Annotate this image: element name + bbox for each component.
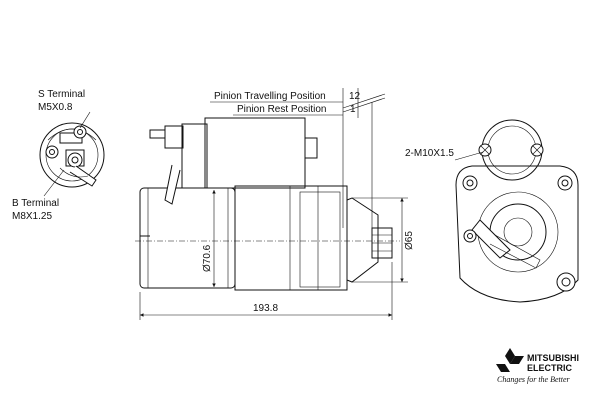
flange-end-view [454, 119, 579, 303]
b-terminal-label: B Terminal [12, 198, 59, 209]
overall-length-label: 193.8 [253, 303, 278, 314]
diameter-70-6-dimension: Ø70.6 [202, 190, 216, 287]
b-terminal-callout: B Terminal M8X1.25 [12, 169, 65, 222]
overall-length-dimension: 193.8 [139, 262, 393, 320]
b-terminal-thread: M8X1.25 [12, 211, 52, 222]
mitsubishi-logo: MITSUBISHI ELECTRIC Changes for the Bett… [496, 348, 579, 384]
terminal-end-view [39, 122, 105, 188]
s-terminal-thread: M5X0.8 [38, 102, 73, 113]
s-terminal-label: S Terminal [38, 89, 85, 100]
pinion-rest-value: 1 [350, 104, 356, 115]
diameter-70-6-label: Ø70.6 [202, 244, 213, 272]
starter-side-view [135, 117, 400, 291]
mounting-bolt-label: 2-M10X1.5 [405, 148, 454, 159]
diameter-65-dimension: Ø65 [352, 197, 415, 283]
pinion-rest-label: Pinion Rest Position [237, 104, 327, 115]
logo-tagline: Changes for the Better [497, 375, 571, 384]
logo-brand-line1: MITSUBISHI [527, 353, 579, 363]
diameter-65-label: Ø65 [404, 231, 415, 250]
s-terminal-callout: S Terminal M5X0.8 [38, 89, 91, 129]
logo-brand-line2: ELECTRIC [527, 363, 573, 373]
pinion-travelling-value: 12 [349, 91, 361, 102]
pinion-dimensions: Pinion Travelling Position Pinion Rest P… [210, 88, 386, 228]
pinion-travelling-label: Pinion Travelling Position [214, 91, 326, 102]
